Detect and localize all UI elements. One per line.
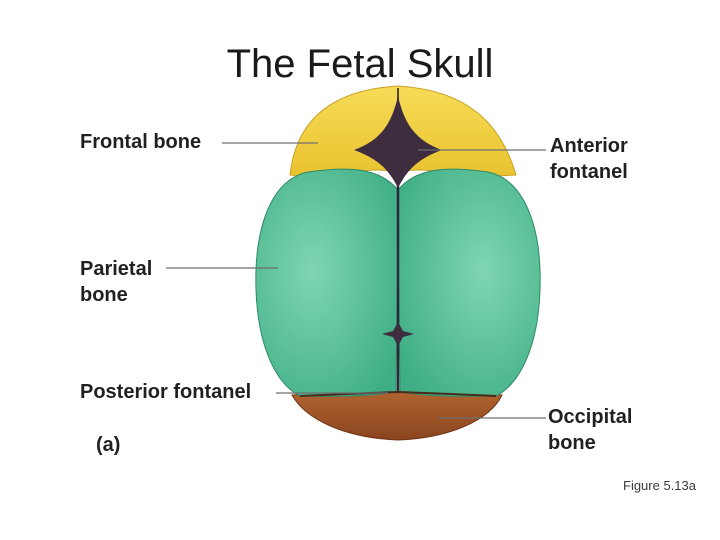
lambdoid-suture [299,390,497,397]
leader-lines [166,142,546,419]
parietal-bone-right [397,168,541,397]
occipital-bone-shape [291,391,503,441]
posterior-fontanel-shape [382,322,414,346]
panel-label: (a) [96,434,121,456]
label-occipital-bone: Occipital bone [548,406,633,454]
label-anterior-fontanel: Anterior fontanel [550,135,628,183]
label-parietal-bone: Parietal bone [80,258,153,306]
slide-title: The Fetal Skull [226,42,494,86]
parietal-bone-left [255,168,399,397]
anterior-fontanel-shape [354,96,442,188]
label-posterior-fontanel: Posterior fontanel [80,381,252,403]
label-frontal-bone: Frontal bone [80,131,202,153]
figure-caption: Figure 5.13a [623,478,696,493]
